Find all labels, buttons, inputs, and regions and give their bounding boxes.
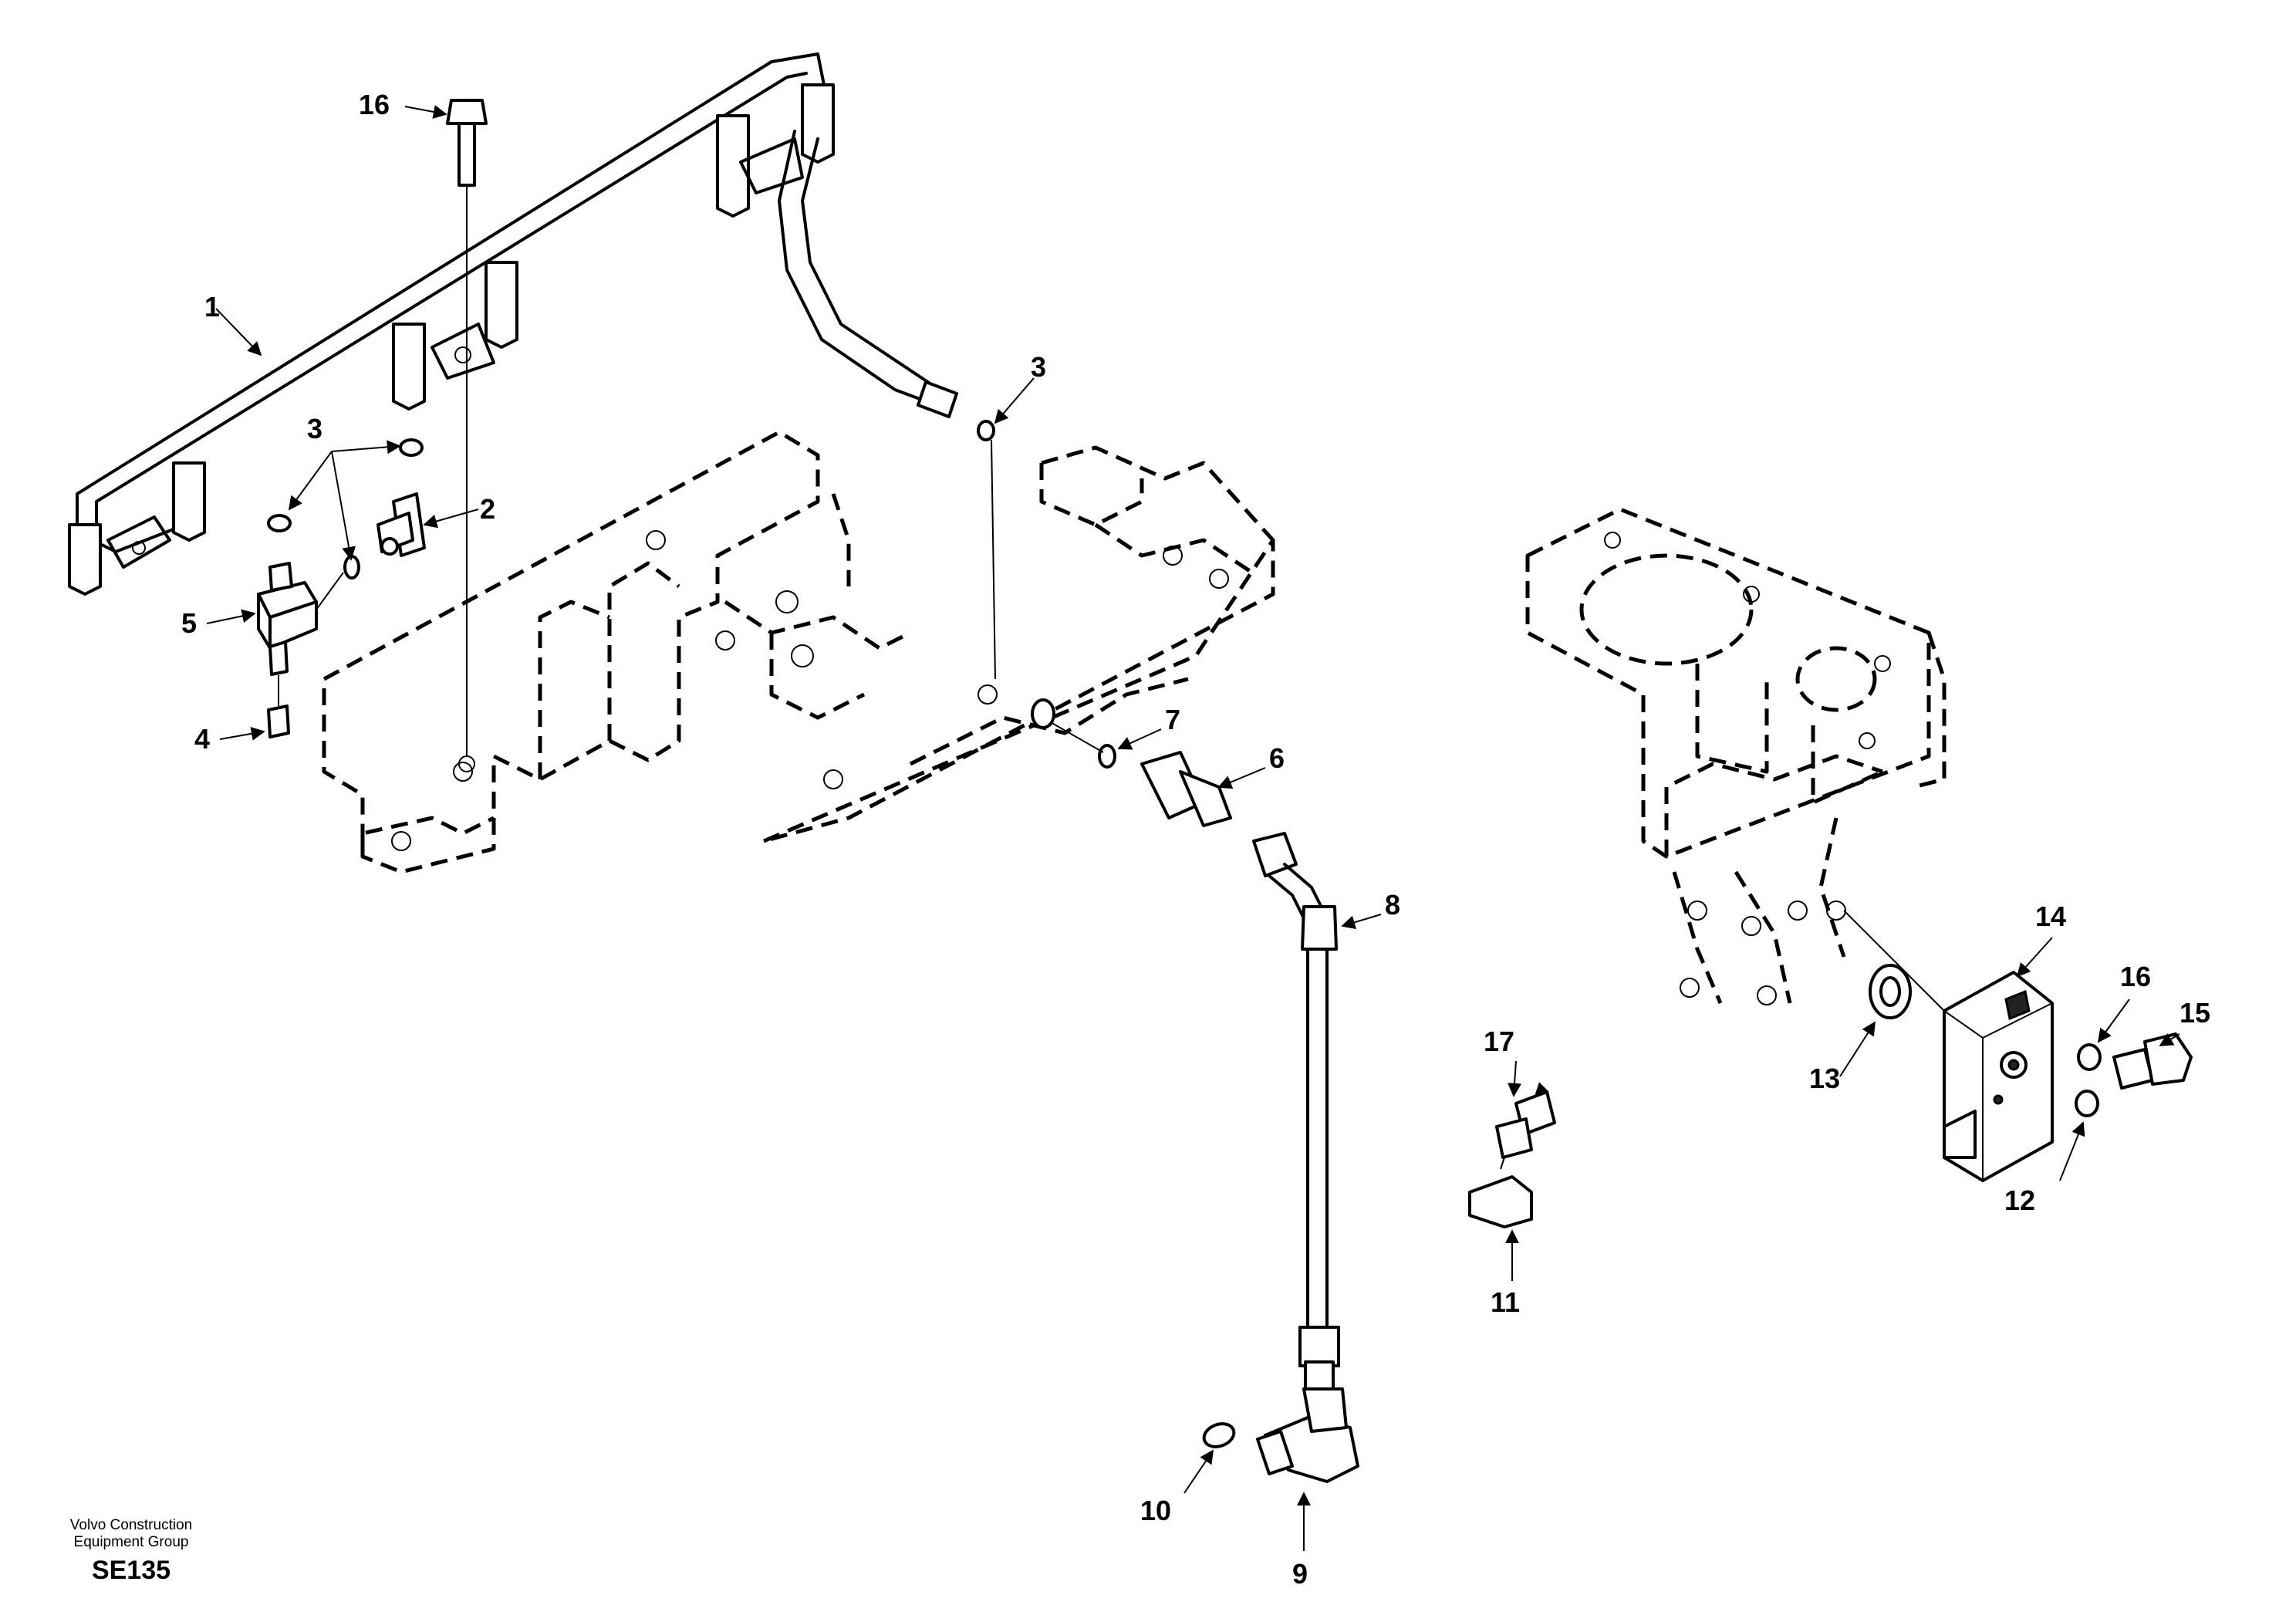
clip-part-11	[1468, 1175, 1533, 1228]
o-ring-part-center	[977, 420, 996, 680]
o-ring-parts-left	[267, 438, 424, 580]
callout-16-top: 16	[359, 89, 390, 120]
callout-7: 7	[1165, 704, 1180, 735]
leader-line-cover	[1843, 910, 1945, 1012]
engine-block-outline-left	[322, 430, 912, 874]
adapter-fitting-part	[1140, 751, 1232, 827]
o-ring-part-10	[1202, 1422, 1236, 1448]
callout-1: 1	[204, 291, 220, 323]
callout-16-right: 16	[2120, 961, 2151, 992]
callout-5: 5	[181, 607, 197, 639]
washer-part-12	[2075, 1090, 2099, 1117]
bolt-part-15	[2112, 1032, 2193, 1090]
fuel-hose-part	[1252, 832, 1340, 1391]
callout-labels: 1 2 3 3 4 5 6 7 8 9 10 11 12 13 14 15 16…	[181, 89, 2210, 1590]
engine-block-outline-center	[763, 445, 1275, 843]
fuel-rail-part	[68, 52, 835, 596]
bolt-part-top	[446, 99, 488, 772]
banjo-fitting-part	[376, 492, 426, 557]
sensor-fitting-part	[257, 562, 344, 676]
o-ring-part-7	[1031, 698, 1116, 769]
callout-4: 4	[194, 723, 210, 755]
washer-part-16-right	[2077, 1043, 2102, 1071]
elbow-fitting-part	[1256, 1387, 1359, 1483]
callout-10: 10	[1140, 1495, 1171, 1526]
callout-15: 15	[2180, 997, 2210, 1029]
callout-13: 13	[1809, 1063, 1840, 1094]
engine-block-outline-right	[1525, 507, 1947, 1005]
cover-plate-part-14	[1943, 971, 2054, 1182]
plug-part-left	[267, 675, 290, 738]
callout-6: 6	[1269, 742, 1285, 774]
gasket-part-13	[1869, 964, 1912, 1019]
return-pipe	[778, 130, 958, 418]
footer-company-line-2: Equipment Group	[73, 1534, 189, 1550]
callout-2: 2	[480, 493, 495, 525]
callout-11: 11	[1491, 1286, 1520, 1318]
callout-17: 17	[1484, 1026, 1514, 1057]
callout-9: 9	[1292, 1558, 1308, 1590]
sensor-part-17	[1495, 1090, 1556, 1170]
footer-company-line-1: Volvo Construction	[69, 1517, 193, 1533]
callout-3-left: 3	[307, 413, 322, 444]
footer-diagram-code: SE135	[91, 1556, 171, 1585]
callout-3-center: 3	[1031, 351, 1046, 383]
callout-14: 14	[2035, 901, 2066, 932]
callout-arrows	[206, 105, 2180, 1551]
callout-12: 12	[2004, 1184, 2035, 1216]
callout-8: 8	[1385, 889, 1400, 921]
